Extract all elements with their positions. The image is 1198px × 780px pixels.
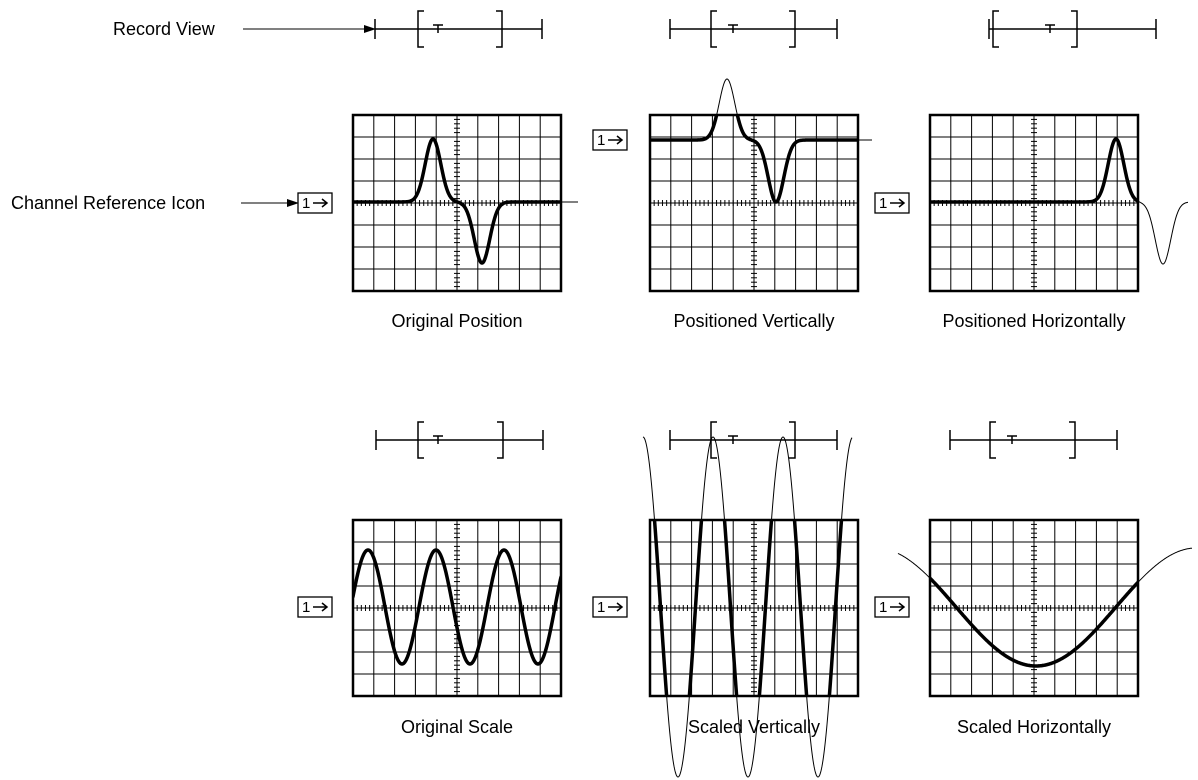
- view-window-right-bracket: [789, 421, 796, 459]
- panel-caption: Original Position: [391, 311, 522, 331]
- trigger-marker-icon: [1007, 435, 1017, 444]
- arrow-right-icon: [608, 602, 624, 612]
- record-view-bar: [949, 421, 1118, 459]
- record-view-callout: Record View: [113, 19, 376, 39]
- graticule: [351, 518, 563, 698]
- view-window-left-bracket: [417, 10, 424, 48]
- channel-number: 1: [597, 599, 605, 616]
- channel-reference-icon-label: Channel Reference Icon: [11, 193, 205, 213]
- channel-number: 1: [597, 132, 605, 149]
- arrow-right-icon: [608, 135, 624, 145]
- waveform-trace: [930, 137, 1138, 204]
- trigger-marker-icon: [433, 24, 443, 33]
- record-view-bar: [669, 10, 838, 48]
- view-window-left-bracket: [992, 10, 999, 48]
- arrow-right-icon: [890, 198, 906, 208]
- view-window-right-bracket: [1069, 421, 1076, 459]
- view-window-right-bracket: [496, 10, 503, 48]
- channel-reference-icon: 1: [297, 596, 333, 618]
- panel-caption: Original Scale: [401, 717, 513, 737]
- waveform-trace: [353, 548, 561, 666]
- record-view-bar: [375, 421, 544, 459]
- channel-reference-icon: 1: [592, 596, 628, 618]
- view-window-right-bracket: [497, 421, 504, 459]
- graticule: [928, 518, 1140, 698]
- view-window-left-bracket: [417, 421, 424, 459]
- panel-caption: Scaled Vertically: [688, 717, 820, 737]
- graticule: [648, 113, 860, 293]
- view-window-left-bracket: [710, 10, 717, 48]
- channel-number: 1: [879, 195, 887, 212]
- trigger-marker-icon: [728, 435, 738, 444]
- view-window-right-bracket: [789, 10, 796, 48]
- arrow-right-icon: [313, 198, 329, 208]
- record-view-bar: [669, 421, 838, 459]
- view-window-right-bracket: [1071, 10, 1078, 48]
- trigger-marker-icon: [433, 435, 443, 444]
- channel-reference-icon-callout: Channel Reference Icon: [11, 193, 299, 213]
- record-view-label: Record View: [113, 19, 216, 39]
- channel-number: 1: [302, 599, 310, 616]
- graticule: [648, 518, 860, 698]
- arrow-right-icon: [313, 602, 329, 612]
- panel-caption: Scaled Horizontally: [957, 717, 1111, 737]
- channel-reference-icon: 1: [874, 192, 910, 214]
- waveform-offscreen-trace: [642, 436, 853, 778]
- arrow-right-icon: [890, 602, 906, 612]
- channel-number: 1: [879, 599, 887, 616]
- record-view-bar: [988, 10, 1157, 48]
- panel-caption: Positioned Vertically: [673, 311, 834, 331]
- channel-reference-icon: 1: [874, 596, 910, 618]
- waveform-trace: [353, 137, 561, 265]
- channel-reference-icon: 1: [297, 192, 333, 214]
- record-view-bar: [374, 10, 543, 48]
- view-window-left-bracket: [989, 421, 996, 459]
- channel-reference-icon: 1: [592, 129, 628, 151]
- waveform-trace: [650, 115, 858, 204]
- trigger-marker-icon: [1045, 24, 1055, 33]
- waveform-trace: [930, 576, 1138, 668]
- trigger-marker-icon: [728, 24, 738, 33]
- channel-number: 1: [302, 195, 310, 212]
- panel-caption: Positioned Horizontally: [942, 311, 1125, 331]
